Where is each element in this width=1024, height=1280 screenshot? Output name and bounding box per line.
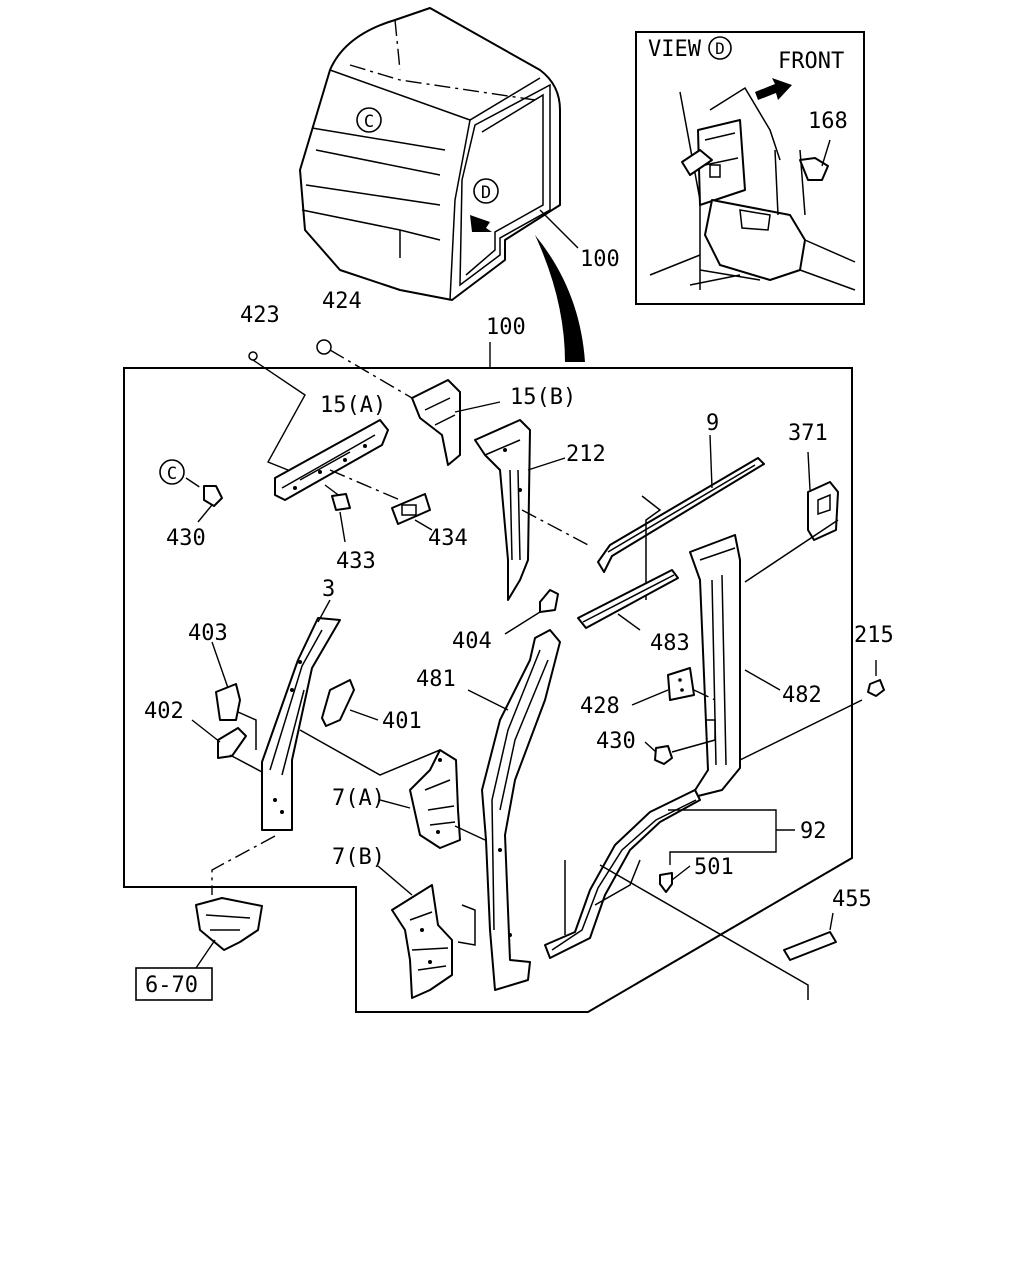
part-430-c: C 430 — [159, 459, 223, 551]
label-15b: 15(B) — [510, 385, 576, 410]
label-7b: 7(B) — [332, 845, 385, 870]
part-483-group: 404 483 — [452, 569, 690, 656]
bracket-403-icon — [215, 683, 241, 721]
curved-arrow-icon — [535, 235, 585, 362]
marker-c: C — [364, 112, 374, 132]
part-15a-group: 423 424 15(A) 433 434 — [240, 289, 468, 574]
screw-501-icon — [659, 872, 673, 893]
part-92-group: 92 501 — [544, 789, 827, 1000]
label-100-top: 100 — [580, 247, 620, 272]
label-433: 433 — [336, 549, 376, 574]
marker-d: D — [481, 183, 491, 203]
label-430-right: 430 — [596, 729, 636, 754]
label-15a: 15(A) — [320, 393, 386, 418]
label-430-left: 430 — [166, 526, 206, 551]
label-6-70: 6-70 — [145, 973, 198, 998]
label-434: 434 — [428, 526, 468, 551]
label-401: 401 — [382, 709, 422, 734]
bolt-168-icon — [799, 157, 829, 181]
label-481: 481 — [416, 667, 456, 692]
part-670-group: 6-70 — [135, 835, 276, 1001]
label-215: 215 — [854, 623, 894, 648]
label-455: 455 — [832, 887, 872, 912]
view-title: VIEW — [648, 37, 702, 62]
marker-c-main: C — [167, 464, 177, 484]
assembly-frame — [123, 367, 853, 1013]
arrow-d-icon — [470, 215, 492, 232]
label-482: 482 — [782, 683, 822, 708]
label-423: 423 — [240, 303, 280, 328]
label-168: 168 — [808, 109, 848, 134]
label-9: 9 — [706, 411, 719, 436]
part-9-group: 9 — [597, 411, 765, 600]
label-402: 402 — [144, 699, 184, 724]
inset-frame — [635, 31, 865, 305]
label-371: 371 — [788, 421, 828, 446]
label-424: 424 — [322, 289, 362, 314]
label-3: 3 — [322, 577, 335, 602]
part-481-group: 481 — [416, 629, 561, 991]
part-7a-group: 7(A) — [332, 749, 486, 849]
part-455-group: 455 — [783, 887, 872, 961]
label-92: 92 — [800, 819, 827, 844]
ref-box — [135, 967, 213, 1001]
part-3-group: 3 403 402 401 — [144, 577, 441, 831]
plate-401-icon — [321, 679, 355, 727]
label-483: 483 — [650, 631, 690, 656]
label-403: 403 — [188, 621, 228, 646]
label-7a: 7(A) — [332, 786, 385, 811]
part-482-group: 482 215 — [689, 534, 894, 799]
part-7b-group: 7(B) — [332, 845, 476, 999]
clip-430-icon — [203, 485, 223, 507]
label-501: 501 — [694, 855, 734, 880]
label-404: 404 — [452, 629, 492, 654]
view-marker-d: D — [715, 39, 725, 58]
view-d-inset: VIEW FRONT 168 D — [635, 31, 865, 305]
clip-402-icon — [217, 727, 247, 759]
label-plate-455-icon — [783, 931, 837, 961]
label-100: 100 — [486, 315, 526, 340]
marker-d-circle: D — [473, 178, 499, 204]
part-212-group: 15(B) 212 — [411, 379, 606, 601]
label-212: 212 — [566, 442, 606, 467]
marker-c-circle: C — [356, 107, 382, 133]
nut-215-icon — [867, 679, 885, 697]
front-label: FRONT — [778, 49, 844, 74]
front-arrow-icon — [755, 78, 792, 100]
part-371-group: 371 — [744, 421, 839, 583]
cab-overview: C D 100 — [299, 7, 620, 362]
label-428: 428 — [580, 694, 620, 719]
part-428-group: 428 430 — [580, 667, 716, 765]
